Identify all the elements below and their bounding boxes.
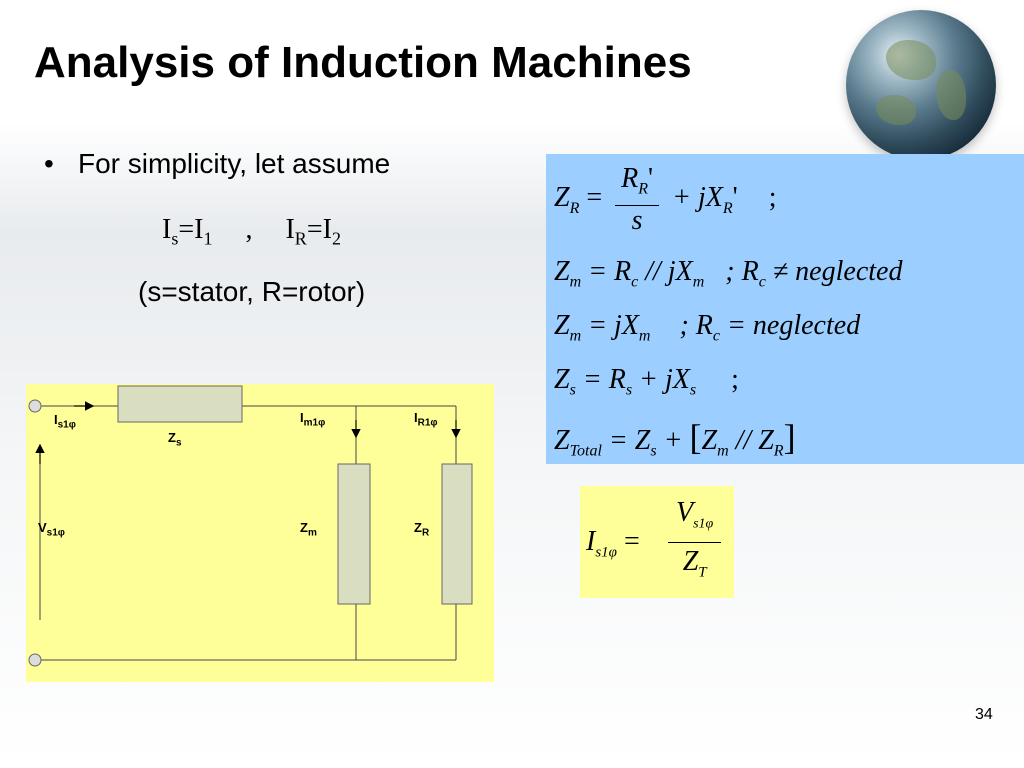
label-is: Is1φ [54,412,76,431]
eq-symbol: I [194,214,204,245]
label-vs: Vs1φ [38,520,65,539]
eq-sub: 2 [331,228,341,249]
page-number: 34 [975,706,993,723]
globe-icon [846,10,996,160]
bullet-item: • For simplicity, let assume [44,148,390,180]
zm-resistor [337,463,371,605]
label-ir: IR1φ [414,410,438,429]
eq-sub: 1 [203,228,213,249]
equation-zs: Zs = Rs + jXs ; [554,364,739,399]
equation-zm-neglected: Zm = jXm ; Rc = neglected [554,310,861,345]
current-lhs: Is1φ = [586,526,640,561]
zr-resistor [441,463,473,605]
eq-sub: R [294,228,307,249]
label-zr: ZR [414,520,430,539]
current-fraction: Vs1φ ZT [668,496,722,591]
fraction: RR' s [615,164,660,236]
zs-resistor [117,385,243,423]
equation-ztotal: ZTotal = Zs + [Zm // ZR] [554,417,796,460]
eq-op: = [178,214,195,245]
impedance-equations-box: ZR = RR' s + jXR' ; Zm = Rc // jXm ; Rc … [546,154,1024,464]
equation-zm-with-rc: Zm = Rc // jXm ; Rc ≠ neglected [554,256,903,291]
label-zm: Zm [300,520,317,539]
eq-op: = [306,214,323,245]
label-im: Im1φ [300,410,326,429]
label-zs: Zs [168,430,182,449]
eq-sub: s [171,228,179,249]
eq-symbol: I [285,214,295,245]
equivalent-circuit: Is1φ Zs Im1φ IR1φ Vs1φ Zm ZR [26,384,494,682]
eq-separator: , [245,214,253,245]
eq-symbol: I [322,214,332,245]
slide-title: Analysis of Induction Machines [34,38,692,87]
current-assumption: Is=I1 , IR=I2 [162,214,341,250]
eq-symbol: I [162,214,172,245]
definition-note: (s=stator, R=rotor) [138,276,366,307]
circuit-diagram [28,385,473,667]
bullet-text: For simplicity, let assume [78,148,391,179]
equation-zr: ZR = RR' s + jXR' ; [554,163,777,236]
bullet-dot-icon: • [44,148,54,179]
current-equation-box: Is1φ = Vs1φ ZT [580,486,734,598]
